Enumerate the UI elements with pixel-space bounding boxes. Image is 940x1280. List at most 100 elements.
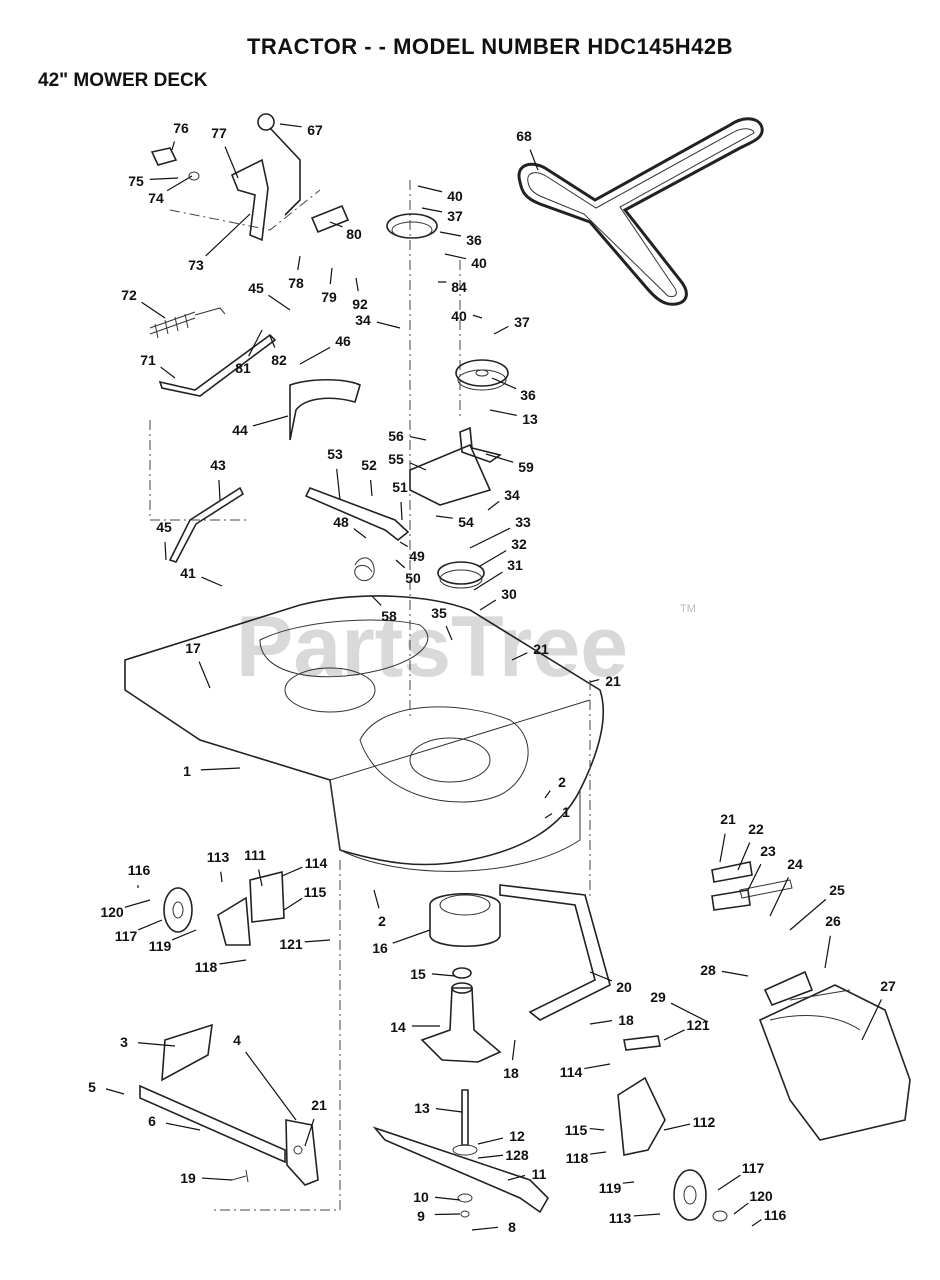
part-number-label: 24 (787, 856, 803, 872)
leader-line (201, 1177, 233, 1181)
lift-handle-knob (257, 113, 275, 131)
part-number-label: 92 (352, 296, 368, 312)
part-number-label: 40 (471, 255, 487, 271)
part-number-label: 3 (120, 1034, 128, 1050)
part-number-label: 5 (88, 1079, 96, 1095)
part-number-label: 40 (451, 308, 467, 324)
part-number-label: 15 (410, 966, 426, 982)
leader-line (258, 869, 263, 887)
leader-line (166, 175, 193, 192)
leader-line (769, 877, 789, 917)
leader-line (507, 1174, 526, 1181)
part-number-label: 56 (388, 428, 404, 444)
leader-line (439, 231, 462, 237)
part-number-label: 21 (605, 673, 621, 689)
part-number-label: 37 (447, 208, 463, 224)
part-number-label: 48 (333, 514, 349, 530)
leader-line (544, 813, 553, 819)
part-number-label: 68 (516, 128, 532, 144)
part-number-label: 1 (183, 763, 191, 779)
leader-line (200, 767, 241, 771)
part-number-label: 54 (458, 514, 474, 530)
part-number-label: 9 (417, 1208, 425, 1224)
part-number-label: 45 (156, 519, 172, 535)
part-number-label: 71 (140, 352, 156, 368)
leader-line (670, 1002, 709, 1023)
section-subtitle: 42" MOWER DECK (38, 70, 208, 91)
part-number-label: 10 (413, 1189, 429, 1205)
part-number-label: 81 (235, 360, 251, 376)
part-number-label: 116 (128, 862, 151, 878)
part-number-label: 32 (511, 536, 527, 552)
part-number-label: 84 (451, 279, 467, 295)
leader-line (663, 1123, 691, 1131)
part-number-label: 67 (307, 122, 323, 138)
leader-line (584, 1063, 611, 1070)
part-number-label: 72 (121, 287, 137, 303)
leader-line (252, 415, 289, 427)
part-number-label: 2 (558, 774, 566, 790)
leader-line (164, 541, 167, 561)
leader-line (220, 871, 223, 883)
leader-line (491, 377, 517, 390)
leader-line (205, 213, 251, 257)
lift-rod-71 (158, 333, 277, 397)
part-number-label: 43 (210, 457, 226, 473)
part-number-label: 20 (616, 979, 632, 995)
leader-line (747, 863, 762, 891)
leader-line (105, 1088, 125, 1095)
part-number-label: 13 (522, 411, 538, 427)
part-number-label: 41 (180, 565, 196, 581)
part-number-label: 76 (173, 120, 189, 136)
part-number-label: 18 (503, 1065, 519, 1081)
leader-line (485, 453, 514, 463)
leader-line (171, 929, 197, 941)
leader-line (137, 919, 163, 931)
pulley-36-lower (455, 359, 509, 387)
part-number-label: 114 (305, 855, 328, 871)
part-number-label: 121 (686, 1017, 710, 1033)
leader-line (751, 1219, 762, 1227)
part-number-label: 44 (232, 422, 248, 438)
part-number-label: 40 (447, 188, 463, 204)
leader-line (149, 177, 179, 180)
gauge-wheel-left (163, 887, 193, 933)
leader-line (395, 559, 406, 569)
part-number-label: 82 (271, 352, 287, 368)
leader-line (434, 1213, 461, 1216)
part-number-label: 51 (392, 479, 408, 495)
leader-line (471, 1226, 499, 1231)
part-number-label: 29 (650, 989, 666, 1005)
leader-line (511, 652, 528, 661)
leader-line (165, 1122, 201, 1131)
leader-line (336, 468, 341, 501)
leader-line (444, 253, 467, 260)
leader-line (435, 515, 453, 519)
leader-line (268, 294, 291, 311)
part-number-label: 21 (720, 811, 736, 827)
leader-line (417, 185, 443, 193)
part-number-label: 117 (742, 1160, 765, 1176)
part-number-label: 55 (388, 451, 404, 467)
part-number-label: 74 (148, 190, 164, 206)
part-number-label: 34 (504, 487, 520, 503)
leader-line (248, 329, 263, 357)
part-number-label: 80 (346, 226, 362, 242)
part-number-label: 6 (148, 1113, 156, 1129)
leader-line (733, 1202, 749, 1215)
part-number-label: 12 (509, 1128, 525, 1144)
part-number-label: 14 (390, 1019, 406, 1035)
part-number-label: 13 (414, 1100, 430, 1116)
leader-line (279, 123, 302, 128)
idler-bracket (409, 443, 492, 506)
leader-line (721, 970, 749, 977)
part-number-label: 113 (207, 849, 230, 865)
leader-line (329, 267, 333, 285)
part-number-label: 113 (609, 1210, 632, 1226)
leader-line (789, 898, 827, 931)
part-number-label: 118 (566, 1150, 589, 1166)
drive-belt (517, 117, 764, 306)
part-number-label: 45 (248, 280, 264, 296)
part-number-label: 36 (466, 232, 482, 248)
leader-line (633, 1213, 661, 1217)
